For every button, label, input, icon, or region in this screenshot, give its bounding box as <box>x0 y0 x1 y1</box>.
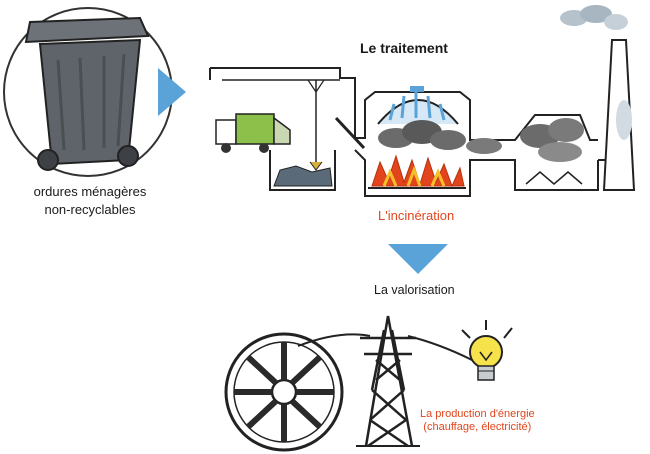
garbage-truck-icon <box>215 113 291 153</box>
waste-pile <box>273 161 333 187</box>
waste-bin-icon <box>3 7 173 177</box>
conveyor <box>334 116 366 150</box>
incinerator-icon <box>368 86 502 189</box>
light-bulb-icon <box>461 320 513 381</box>
waste-label: ordures ménagères non-recyclables <box>10 183 170 219</box>
arrow-to-valorisation <box>388 244 448 274</box>
energy-label: La production d'énergie (chauffage, élec… <box>420 408 535 434</box>
energy-label-line1: La production d'énergie <box>420 408 535 420</box>
chimney-icon <box>520 5 636 191</box>
waste-label-line2: non-recyclables <box>44 202 136 217</box>
treatment-title: Le traitement <box>360 40 448 56</box>
incineration-label: L'incinération <box>378 208 455 223</box>
pylon-icon <box>356 315 420 448</box>
turbine-icon <box>224 332 344 452</box>
valorisation-title: La valorisation <box>374 283 455 297</box>
energy-label-line2: (chauffage, électricité) <box>423 421 532 433</box>
arrow-to-treatment <box>158 68 186 116</box>
waste-label-line1: ordures ménagères <box>33 184 147 199</box>
